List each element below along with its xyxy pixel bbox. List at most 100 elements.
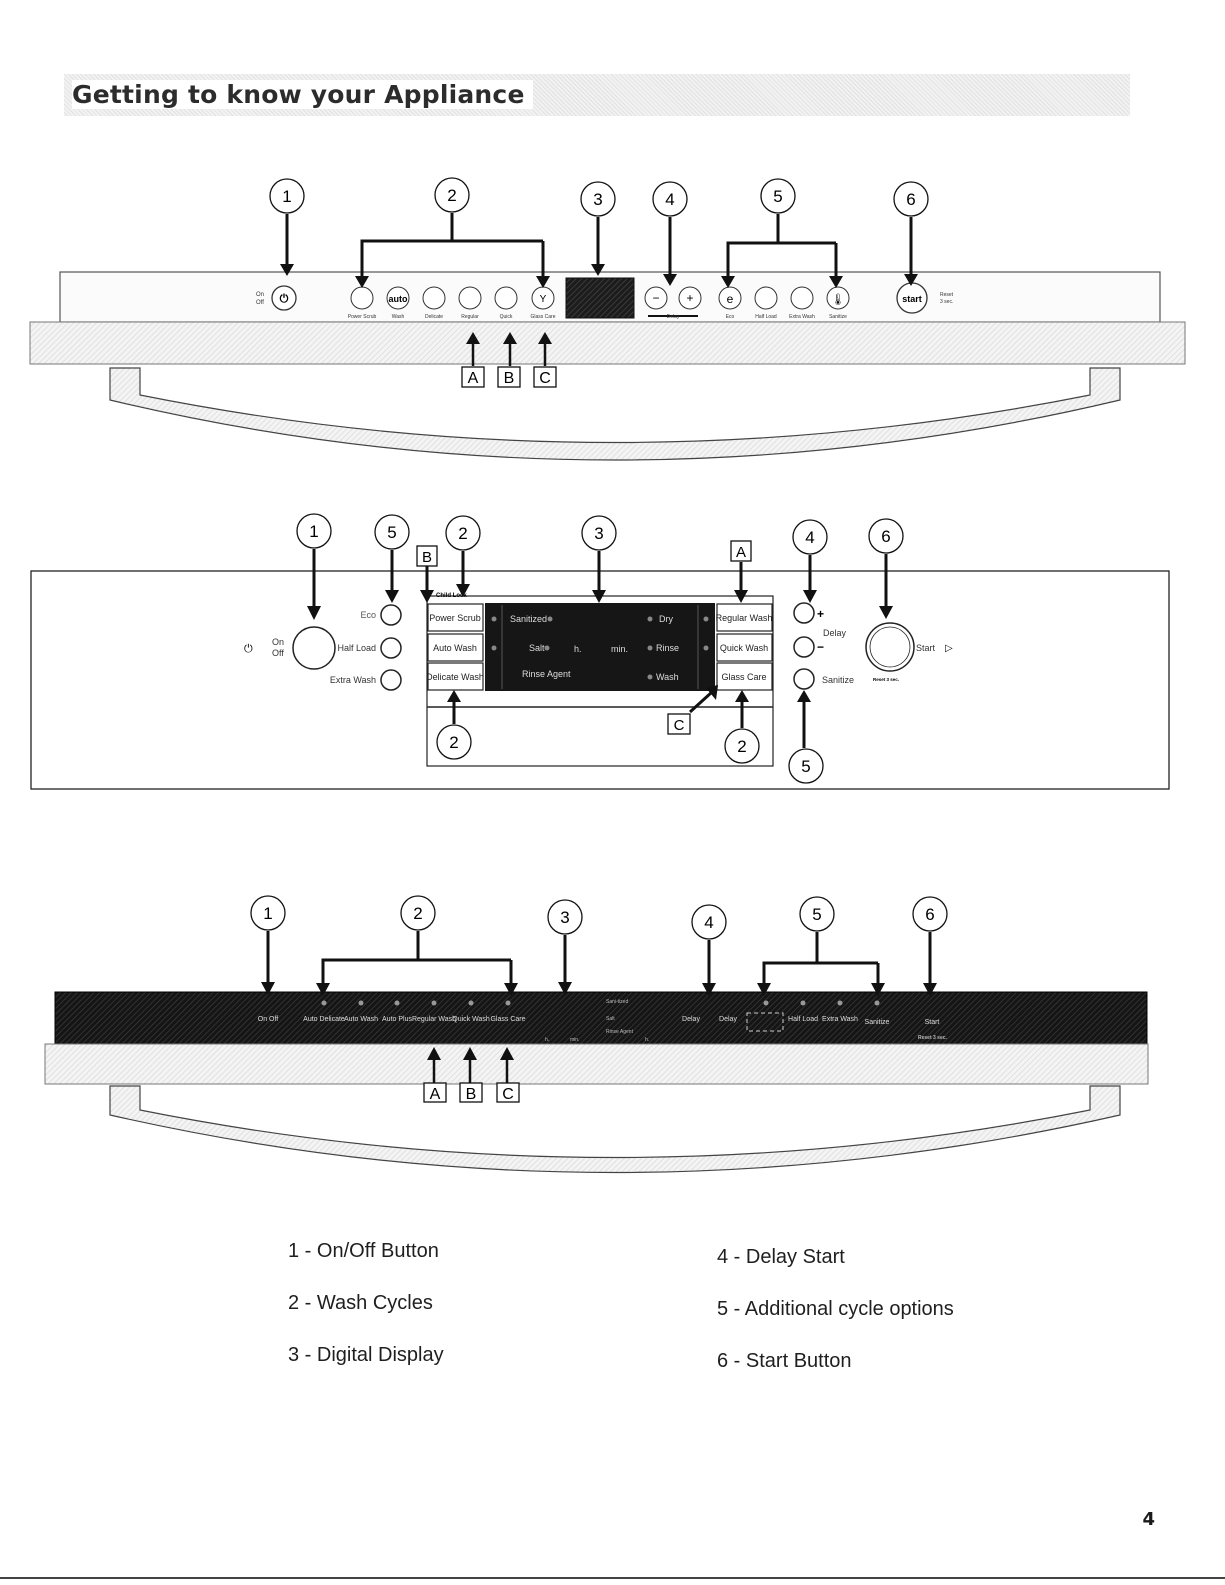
sanitize-button xyxy=(826,286,850,310)
callout-number: 6 xyxy=(906,190,915,209)
bottom-rule xyxy=(0,1577,1225,1579)
panel-1-diagram: On Off ⏻ auto Y Power Scrub Wash Delicat… xyxy=(29,177,1186,461)
letter-label: B xyxy=(422,549,432,566)
onoff-on-label: On xyxy=(256,292,264,298)
legend-item-6: 6 - Start Button xyxy=(717,1350,852,1372)
option-label: Sanitize xyxy=(829,314,847,320)
extra-wash-button xyxy=(790,286,814,310)
sanitize-button xyxy=(793,668,815,690)
start-button xyxy=(865,622,915,672)
option-label: Sanitize xyxy=(865,1019,890,1026)
cycle-label: Glass Care xyxy=(490,1016,525,1023)
display-unit: h. xyxy=(645,1037,649,1043)
callout-number: 4 xyxy=(704,913,713,932)
callout-number: 2 xyxy=(447,186,456,205)
door-panel xyxy=(44,1043,1149,1085)
eco-button xyxy=(380,604,402,626)
svg-text:−: − xyxy=(817,640,824,654)
option-label: Extra Wash xyxy=(822,1016,858,1023)
cycle-label: Regular Wash xyxy=(412,1016,456,1023)
delicate-button xyxy=(422,286,446,310)
display-indicator: Salt xyxy=(529,643,545,653)
letter-label: C xyxy=(502,1086,514,1103)
letter-label: C xyxy=(539,370,551,387)
legend-item-5: 5 - Additional cycle options xyxy=(717,1298,954,1320)
svg-text:⏻: ⏻ xyxy=(244,643,253,655)
cycle-label: Power Scrub xyxy=(348,314,377,320)
power-scrub-button xyxy=(350,286,374,310)
display-indicator: Rinse Agent xyxy=(522,669,571,679)
svg-text:🌡: 🌡 xyxy=(831,293,845,306)
wash-button xyxy=(386,286,410,310)
callout-number: 1 xyxy=(282,187,291,206)
callout-number: 3 xyxy=(560,908,569,927)
onoff-on-label: On xyxy=(272,637,284,647)
door-handle xyxy=(109,1085,1121,1174)
cycle-label: Quick Wash xyxy=(720,643,768,653)
option-label: Extra Wash xyxy=(330,675,376,685)
control-strip xyxy=(54,991,1148,1045)
display-indicator: Sanitized xyxy=(510,614,547,624)
panel-3-diagram: On Off Auto Delicate Auto Wash Auto Plus… xyxy=(44,895,1149,1174)
half-load-button xyxy=(380,637,402,659)
svg-text:auto: auto xyxy=(389,294,409,304)
page-number: 4 xyxy=(1142,1509,1155,1530)
quick-wash-button xyxy=(716,633,773,662)
cycle-label: Glass Care xyxy=(530,314,555,320)
delay-minus-button xyxy=(793,636,815,658)
callout-number: 2 xyxy=(458,524,467,543)
callout-number: 5 xyxy=(812,905,821,924)
letter-label: B xyxy=(504,370,515,387)
callout-number: 2 xyxy=(737,737,746,756)
cycle-label: Delicate xyxy=(425,314,443,320)
delay-label: Delay xyxy=(667,314,680,320)
callout-number: 4 xyxy=(805,528,814,547)
power-button xyxy=(292,626,336,670)
cycle-label: Auto Wash xyxy=(433,643,477,653)
display-indicator: Sani-tized xyxy=(606,999,628,1005)
svg-text:⏻: ⏻ xyxy=(280,292,289,305)
cycle-label: Quick xyxy=(500,314,513,320)
display-indicator: Salt xyxy=(606,1016,615,1022)
regular-wash-button xyxy=(716,603,773,632)
cycle-label: Auto Delicate xyxy=(303,1016,345,1023)
letter-label: B xyxy=(466,1086,477,1103)
glass-care-button xyxy=(716,662,773,691)
onoff-off-label: Off xyxy=(272,648,284,658)
start-label: Start xyxy=(916,643,936,653)
cycle-label: Power Scrub xyxy=(429,613,481,623)
legend-item-3: 3 - Digital Display xyxy=(288,1344,444,1366)
display-indicator: Rinse xyxy=(656,643,679,653)
letter-label: A xyxy=(468,370,479,387)
callout-number: 5 xyxy=(801,757,810,776)
page-title: Getting to know your Appliance xyxy=(72,80,533,109)
digital-display xyxy=(485,603,715,691)
display-indicator: Wash xyxy=(656,672,679,682)
reset-label: Reset 3 sec. xyxy=(873,677,899,682)
callout-number: 6 xyxy=(881,527,890,546)
letter-label: C xyxy=(674,717,685,734)
display-unit: h. xyxy=(545,1037,549,1043)
callout-number: 5 xyxy=(387,523,396,542)
cycle-buttons-1: auto Y xyxy=(350,286,555,310)
reset-label: 3 sec. xyxy=(940,299,953,305)
option-label: Half Load xyxy=(337,643,376,653)
cycle-label: Regular Wash xyxy=(716,613,773,623)
section-header: Getting to know your Appliance xyxy=(64,74,1130,116)
option-label: Half Load xyxy=(788,1016,818,1023)
door-handle xyxy=(109,367,1121,461)
panel-2-diagram: ⏻ On Off Eco Half Load Extra Wash Child … xyxy=(30,513,1170,790)
cycle-label: Glass Care xyxy=(721,672,766,682)
callout-number: 3 xyxy=(593,190,602,209)
svg-text:e: e xyxy=(727,292,734,306)
callout-number: 1 xyxy=(309,522,318,541)
callout-number: 2 xyxy=(449,733,458,752)
display-unit: min. xyxy=(611,644,628,654)
svg-text:+: + xyxy=(686,291,693,305)
letter-label: A xyxy=(430,1086,441,1103)
legend-item-1: 1 - On/Off Button xyxy=(288,1240,439,1262)
auto-wash-button xyxy=(427,633,484,662)
svg-text:+: + xyxy=(817,607,824,621)
onoff-off-label: Off xyxy=(256,300,264,306)
svg-text:Y: Y xyxy=(540,294,547,305)
